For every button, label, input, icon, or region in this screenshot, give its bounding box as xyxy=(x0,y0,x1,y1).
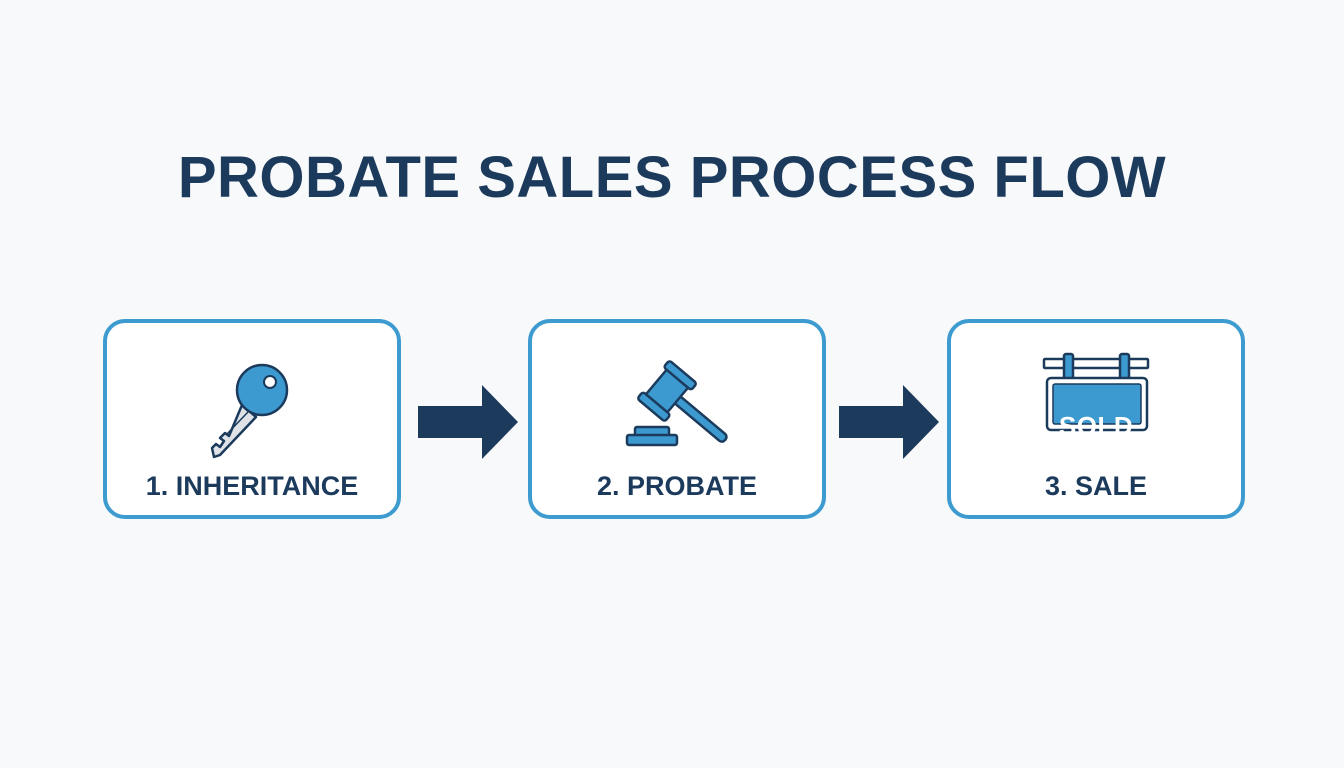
step-sale: SOLD 3. SALE xyxy=(947,319,1245,519)
step-inheritance: 1. INHERITANCE xyxy=(103,319,401,519)
step-probate: 2. PROBATE xyxy=(528,319,826,519)
arrow-right-icon xyxy=(418,385,518,459)
step-label: 2. PROBATE xyxy=(596,471,758,501)
page-title: PROBATE SALES PROCESS FLOW xyxy=(177,145,1167,210)
sign-text: SOLD xyxy=(1058,411,1134,441)
step-label: 1. INHERITANCE xyxy=(145,471,359,501)
arrow-right-icon xyxy=(839,385,939,459)
sold-sign-icon: SOLD xyxy=(951,345,1241,467)
key-icon xyxy=(107,345,397,467)
step-label: 3. SALE xyxy=(1044,471,1148,501)
gavel-icon xyxy=(532,345,822,467)
